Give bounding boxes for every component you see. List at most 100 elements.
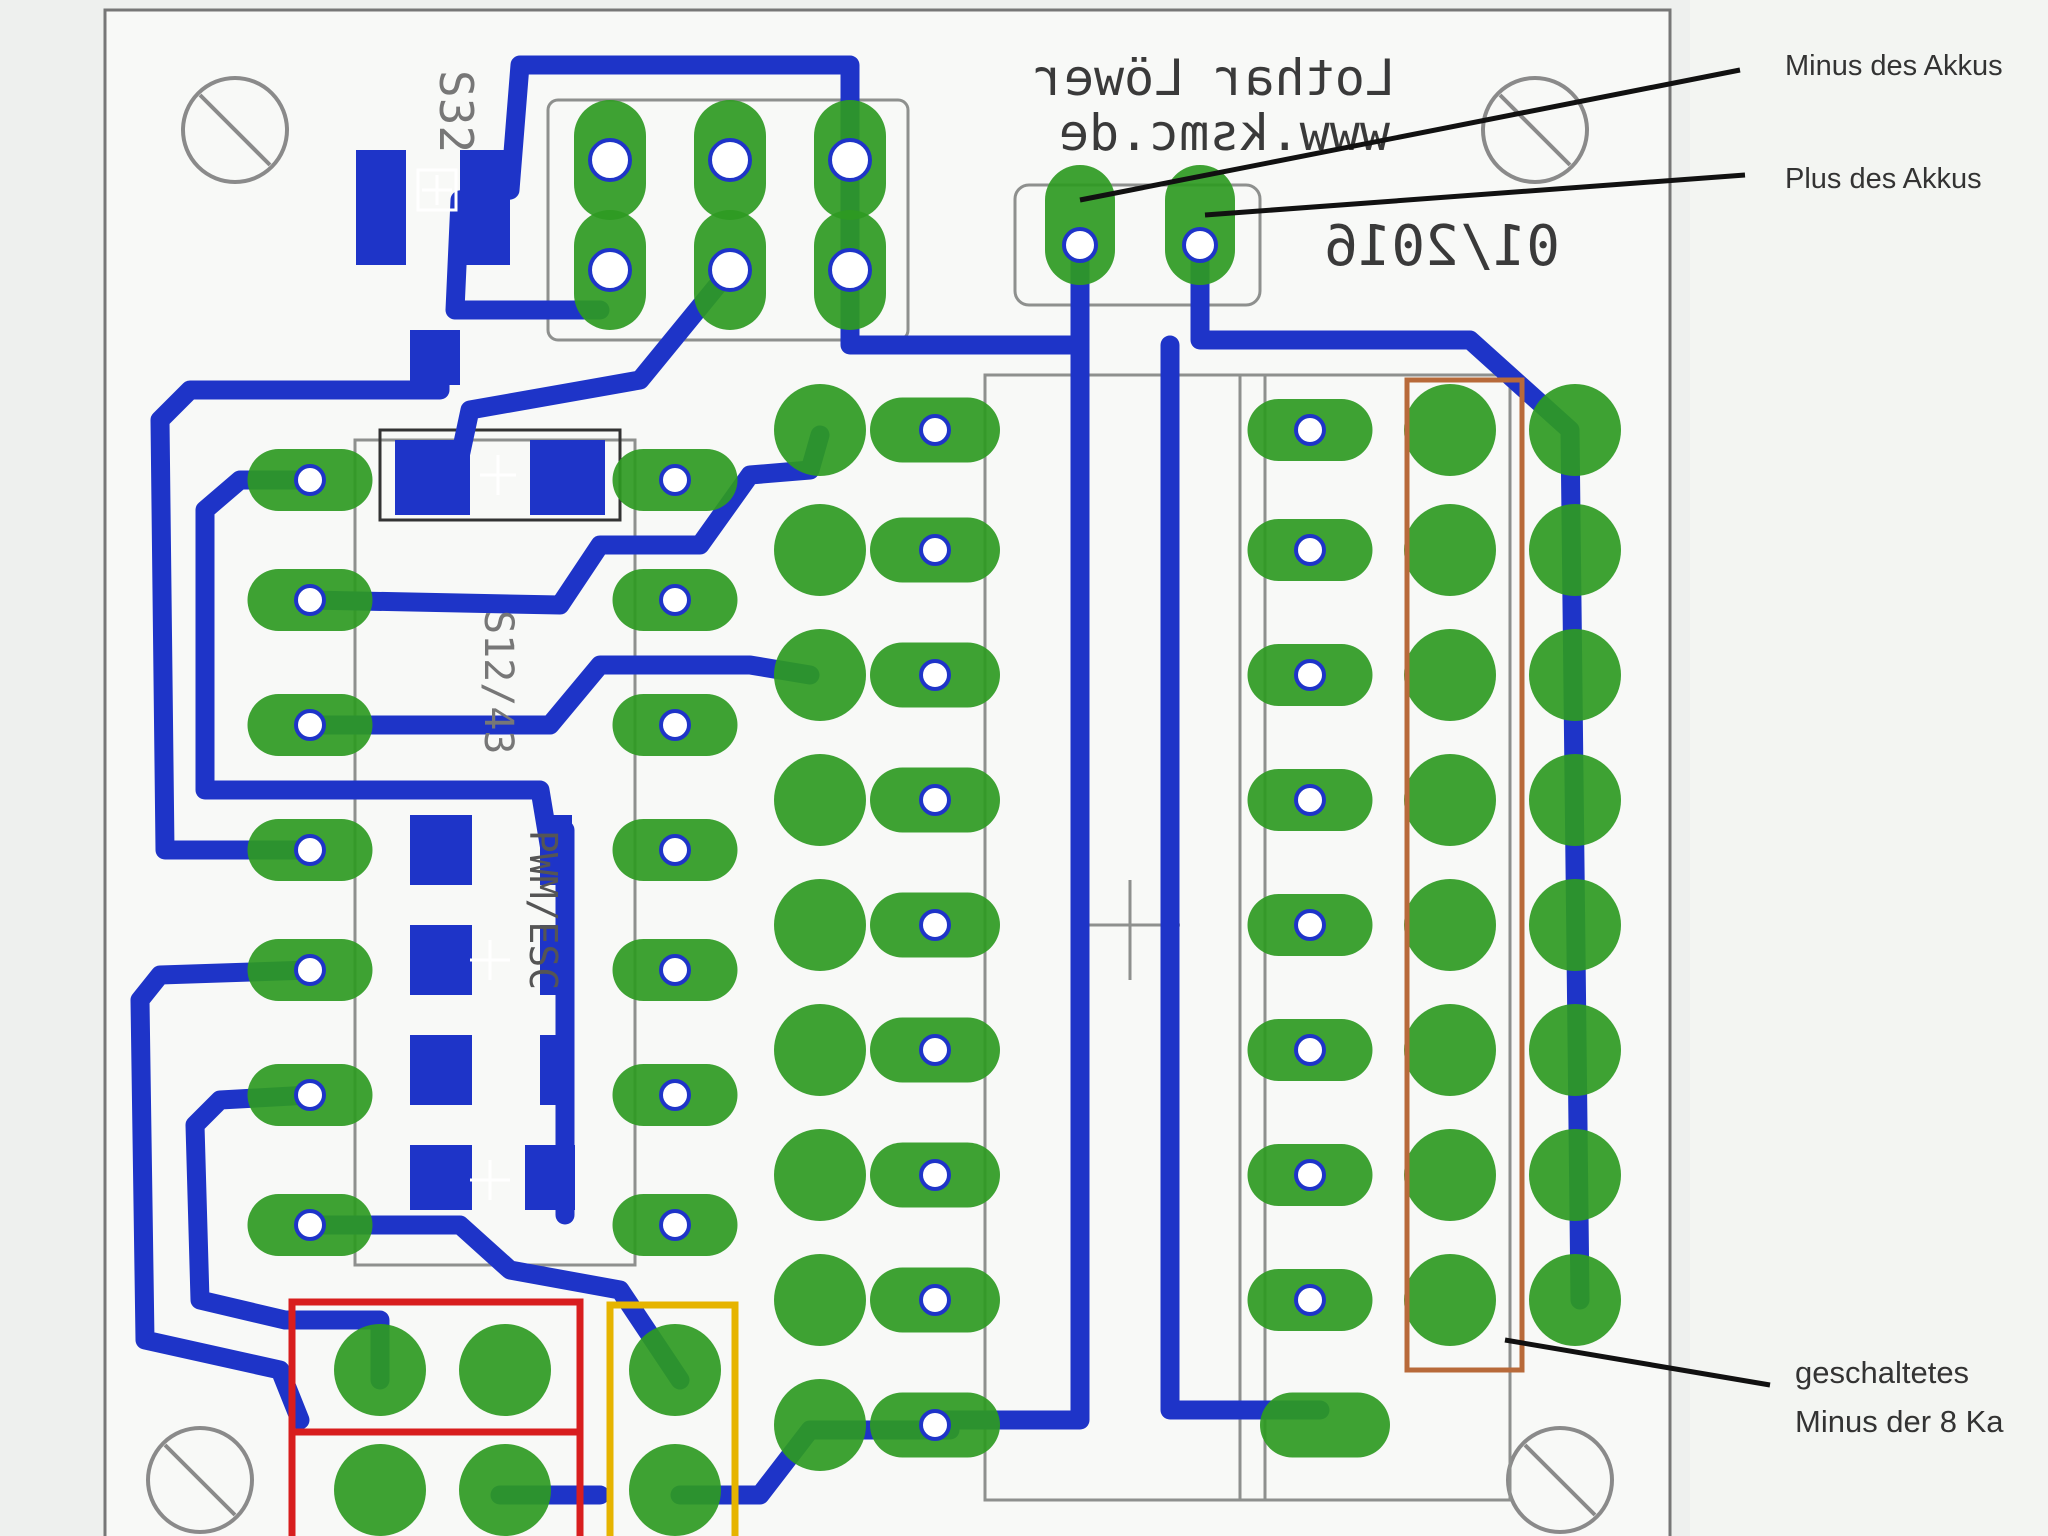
- battery-plus-pad: [1529, 629, 1621, 721]
- highlight-yellow-box: [606, 1301, 739, 1536]
- label-plus-des-akkus: Plus des Akkus: [1785, 163, 1982, 195]
- ic-right-pad-hole: [659, 584, 691, 616]
- smd-pads: [356, 150, 605, 1210]
- ic-left-pad-hole: [294, 1079, 326, 1111]
- trace-bottom-1: [300, 1215, 690, 1390]
- servo-signal-pad: [774, 879, 866, 971]
- switched-minus-pad: [1404, 384, 1496, 476]
- mounting-hole-bottom-right: [1506, 1426, 1614, 1534]
- label-switched-line1: geschaltetes: [1795, 1355, 1969, 1390]
- callout-line-minus: [1079, 67, 1741, 203]
- callout-line-plus: [1204, 172, 1746, 218]
- annotation-labels: Minus des Akkus Plus des Akkus geschalte…: [1785, 50, 2004, 1439]
- channel-pad-hole: [1294, 784, 1326, 816]
- trace-mid-2: [300, 655, 820, 735]
- part-label-middle: S12/43: [475, 610, 521, 755]
- bottom-connector-pad: [459, 1324, 551, 1416]
- bottom-connector-pad: [629, 1444, 721, 1536]
- battery-plus-pad: [1529, 1254, 1621, 1346]
- servo-signal-pad: [774, 1004, 866, 1096]
- channel-pad-hole: [1294, 1159, 1326, 1191]
- servo-pad-hole: [919, 1159, 951, 1191]
- servo-signal-pad: [774, 1379, 866, 1471]
- servo-signal-pad: [774, 1129, 866, 1221]
- channel-pad-hole: [1294, 414, 1326, 446]
- servo-pad-hole: [919, 1409, 951, 1441]
- header-pad-hole: [708, 248, 752, 292]
- ic-right-pad-hole: [659, 834, 691, 866]
- header-pad-hole: [828, 248, 872, 292]
- ic-right-pad-hole: [659, 1209, 691, 1241]
- battery-plus-pad: [1529, 1004, 1621, 1096]
- callout-line-switched: [1504, 1337, 1771, 1388]
- header-pad-hole: [708, 138, 752, 182]
- switched-minus-pad: [1404, 504, 1496, 596]
- switched-minus-pad: [1404, 754, 1496, 846]
- battery-plus-pad: [1529, 879, 1621, 971]
- callout-lines: [1079, 67, 1771, 1388]
- ic-outline-right: [1238, 373, 1512, 1502]
- ic-left-pad-hole: [294, 954, 326, 986]
- battery-connector-outline: [1013, 183, 1262, 307]
- part-label-top: S32: [429, 70, 483, 153]
- battery-plus-pad: [1529, 504, 1621, 596]
- label-minus-des-akkus: Minus des Akkus: [1785, 50, 2003, 82]
- label-switched-line2: Minus der 8 Ka: [1795, 1404, 2004, 1439]
- highlight-red-box-lower: [288, 1428, 584, 1536]
- website-text: www.ksmc.de: [1059, 104, 1390, 162]
- ic-right-pad-hole: [659, 464, 691, 496]
- ic-left-pad-hole: [294, 1209, 326, 1241]
- author-text: Lothar Löwer: [1034, 49, 1395, 107]
- servo-signal-pad: [774, 629, 866, 721]
- ic-right-pad-hole: [659, 954, 691, 986]
- servo-signal-pad: [774, 504, 866, 596]
- ic-right-pad-hole: [659, 1079, 691, 1111]
- battery-pad: [1165, 165, 1235, 285]
- highlight-brown-box: [1404, 377, 1525, 1373]
- servo-pad-hole: [919, 1284, 951, 1316]
- annotation-margin: [1690, 0, 2048, 1536]
- channel-pad-hole: [1294, 1034, 1326, 1066]
- header-pad-hole: [828, 138, 872, 182]
- servo-signal-pad: [774, 384, 866, 476]
- channel-pad-hole: [1294, 659, 1326, 691]
- battery-pad: [1045, 165, 1115, 285]
- battery-pad-hole: [1182, 227, 1218, 263]
- battery-pad-hole: [1062, 227, 1098, 263]
- bottom-connector-pad: [459, 1444, 551, 1536]
- servo-pad-hole: [919, 909, 951, 941]
- servo-pad-hole: [919, 414, 951, 446]
- header-pad-hole: [588, 138, 632, 182]
- channel-pad-hole: [1294, 1284, 1326, 1316]
- date-text: 01/2016: [1324, 214, 1560, 279]
- switched-minus-pad: [1404, 1004, 1496, 1096]
- servo-signal-pad: [774, 1254, 866, 1346]
- switched-minus-pad: [1404, 879, 1496, 971]
- ic-left-pad-hole: [294, 464, 326, 496]
- mounting-holes: [146, 76, 1614, 1534]
- bottom-connector-pad: [629, 1324, 721, 1416]
- header-outline-top: [546, 98, 910, 342]
- part-label-lower: PWM/ESC: [521, 830, 565, 990]
- bottom-connector-pad: [334, 1324, 426, 1416]
- trace-left-3: [130, 960, 320, 1430]
- battery-plus-pad: [1529, 754, 1621, 846]
- ic-left-pad-hole: [294, 709, 326, 741]
- switched-minus-pad: [1404, 1129, 1496, 1221]
- mounting-hole-top-right: [1481, 76, 1589, 184]
- ic-right-pad-hole: [659, 709, 691, 741]
- servo-signal-pad: [774, 754, 866, 846]
- ic-left-pad-hole: [294, 834, 326, 866]
- servo-pad-hole: [919, 659, 951, 691]
- battery-plus-pad: [1529, 384, 1621, 476]
- header-pad-hole: [588, 248, 632, 292]
- trace-left-4: [185, 1085, 390, 1390]
- switched-minus-pad: [1404, 1254, 1496, 1346]
- battery-plus-pad: [1529, 1129, 1621, 1221]
- channel-pad-hole: [1294, 534, 1326, 566]
- mounting-hole-top-left: [181, 76, 289, 184]
- channel-pad-hole: [1294, 909, 1326, 941]
- mounting-hole-bottom-left: [146, 1426, 254, 1534]
- bottom-connector-pad: [334, 1444, 426, 1536]
